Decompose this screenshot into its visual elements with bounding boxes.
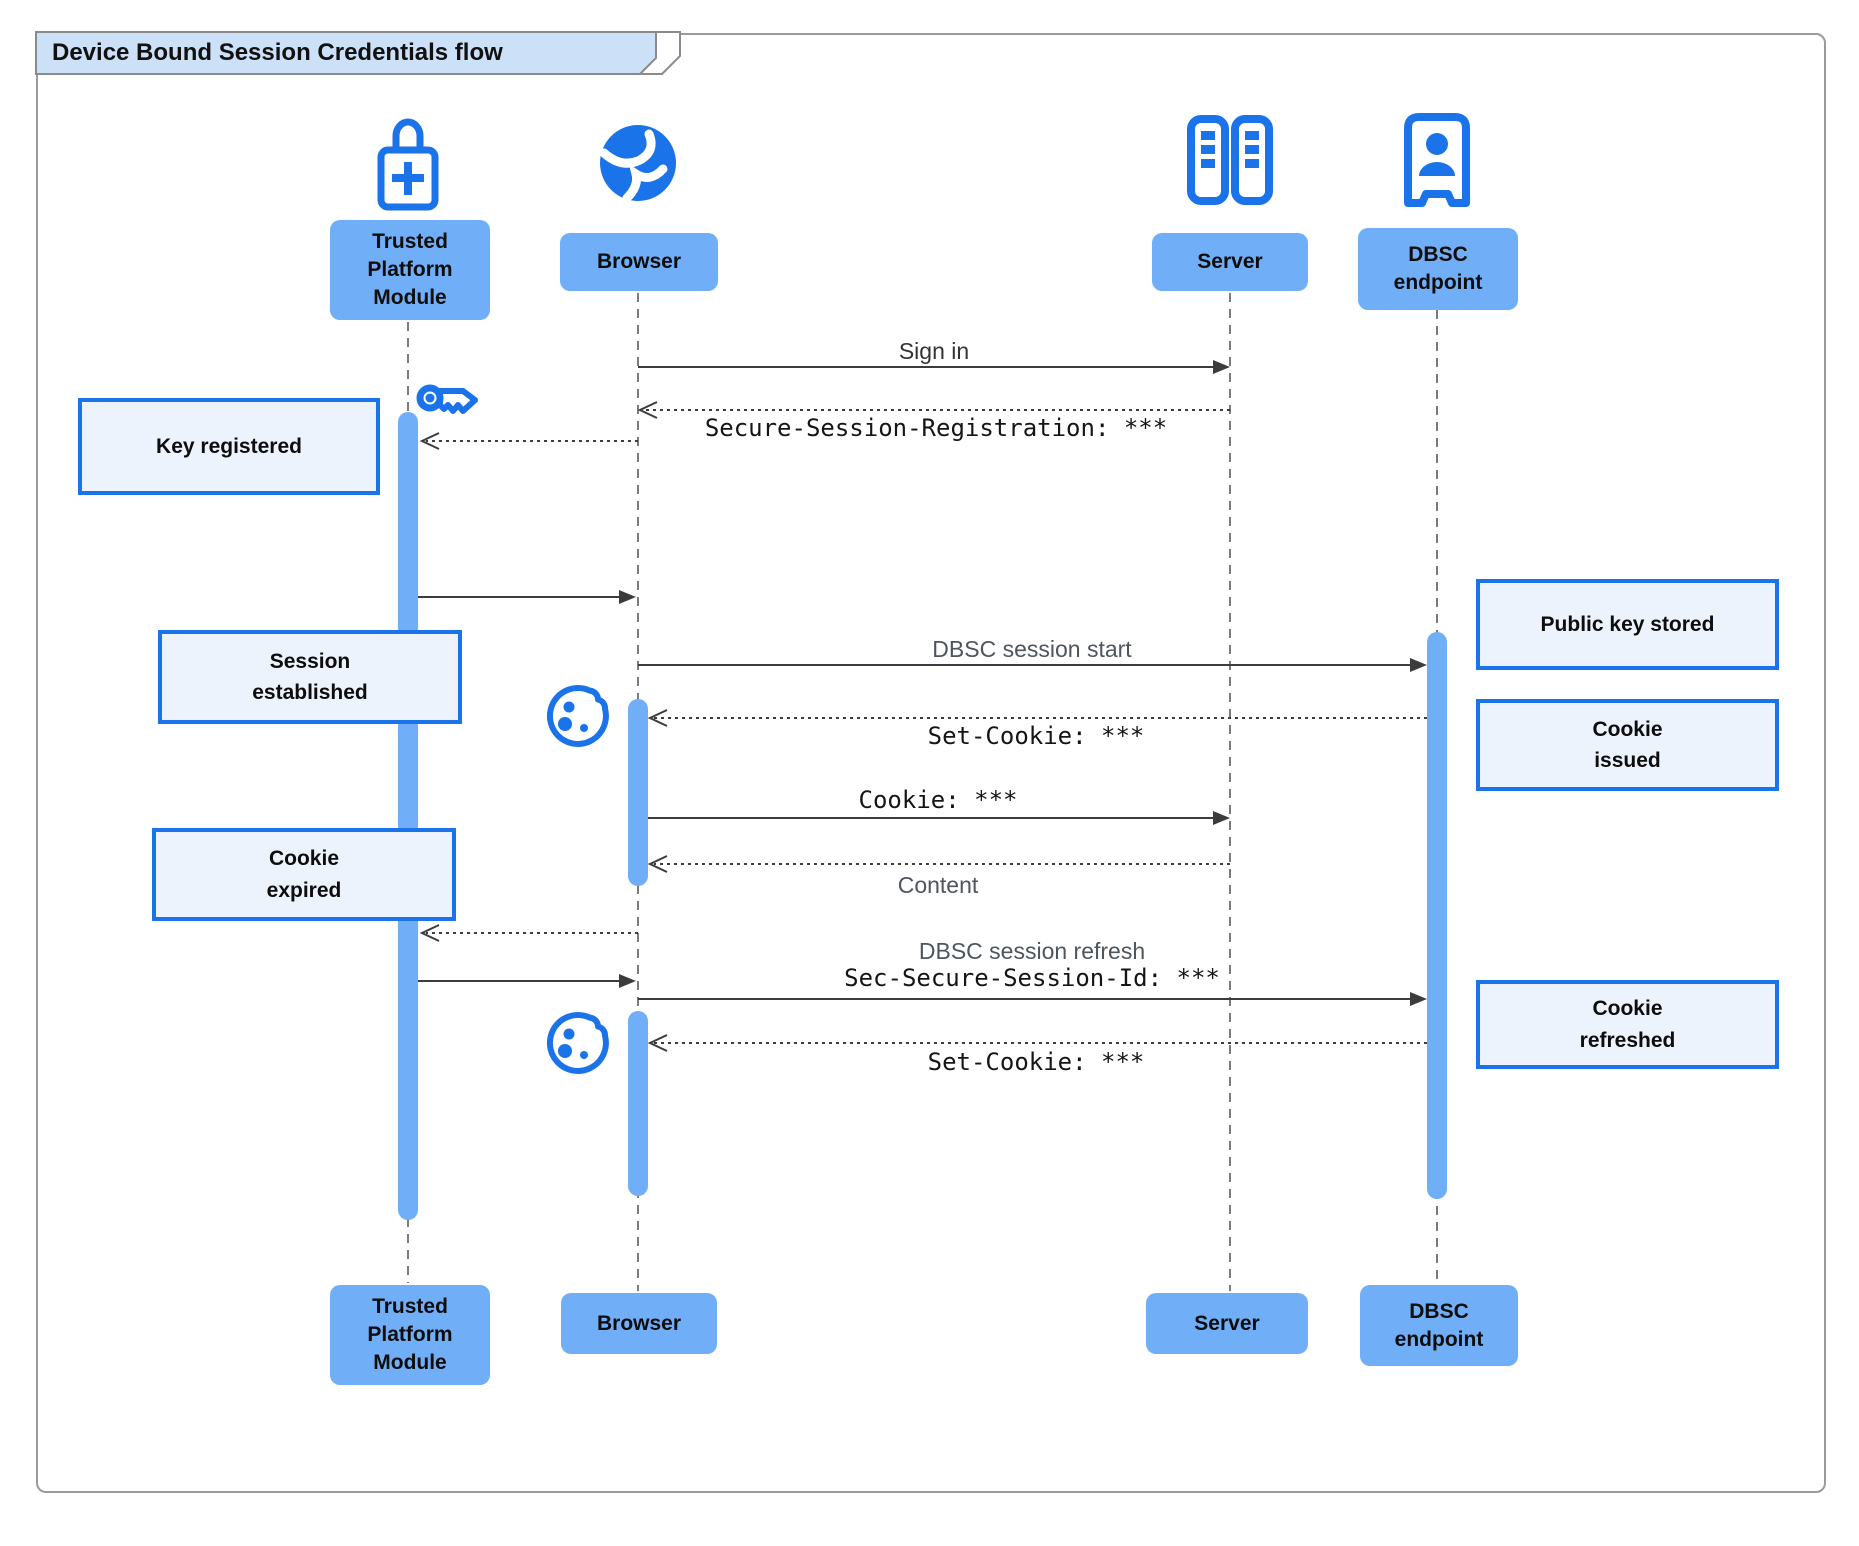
actor-label-server-bottom: Server xyxy=(1146,1293,1308,1354)
message-secure-session-registration: Secure-Session-Registration: *** xyxy=(704,414,1168,442)
person-badge-icon xyxy=(1404,113,1470,207)
actor-label-browser-bottom: Browser xyxy=(561,1293,717,1354)
lock-plus-icon xyxy=(377,118,439,211)
note-cookie-refreshed: Cookie refreshed xyxy=(1476,980,1779,1069)
title-tab xyxy=(35,31,681,75)
message-cookie: Cookie: *** xyxy=(858,786,1018,814)
message-content: Content xyxy=(897,872,979,898)
message-set-cookie-refresh: Set-Cookie: *** xyxy=(927,1048,1145,1076)
message-sec-secure-session-id: Sec-Secure-Session-Id: *** xyxy=(844,964,1220,992)
message-set-cookie-issue: Set-Cookie: *** xyxy=(927,722,1145,750)
actor-label-dbsc-top: DBSC endpoint xyxy=(1358,228,1518,310)
actor-label-tpm-bottom: Trusted Platform Module xyxy=(330,1285,490,1385)
actor-label-tpm-top: Trusted Platform Module xyxy=(330,220,490,320)
actor-label-dbsc-bottom: DBSC endpoint xyxy=(1360,1285,1518,1366)
note-cookie-expired: Cookie expired xyxy=(152,828,456,921)
message-dbsc-session-refresh: DBSC session refresh xyxy=(918,938,1146,964)
note-key-registered: Key registered xyxy=(78,398,380,495)
message-dbsc-session-start: DBSC session start xyxy=(932,636,1132,662)
key-icon xyxy=(416,384,478,414)
cookie-icon xyxy=(546,684,609,747)
server-racks-icon xyxy=(1187,115,1273,205)
actor-label-server-top: Server xyxy=(1152,233,1308,291)
note-session-established: Session established xyxy=(158,630,462,724)
globe-icon xyxy=(599,125,676,203)
diagram-title: Device Bound Session Credentials flow xyxy=(52,39,503,66)
note-cookie-issued: Cookie issued xyxy=(1476,699,1779,791)
note-public-key-stored: Public key stored xyxy=(1476,579,1779,670)
message-sign-in: Sign in xyxy=(898,338,970,364)
cookie-icon xyxy=(546,1011,609,1074)
actor-label-browser-top: Browser xyxy=(560,233,718,291)
